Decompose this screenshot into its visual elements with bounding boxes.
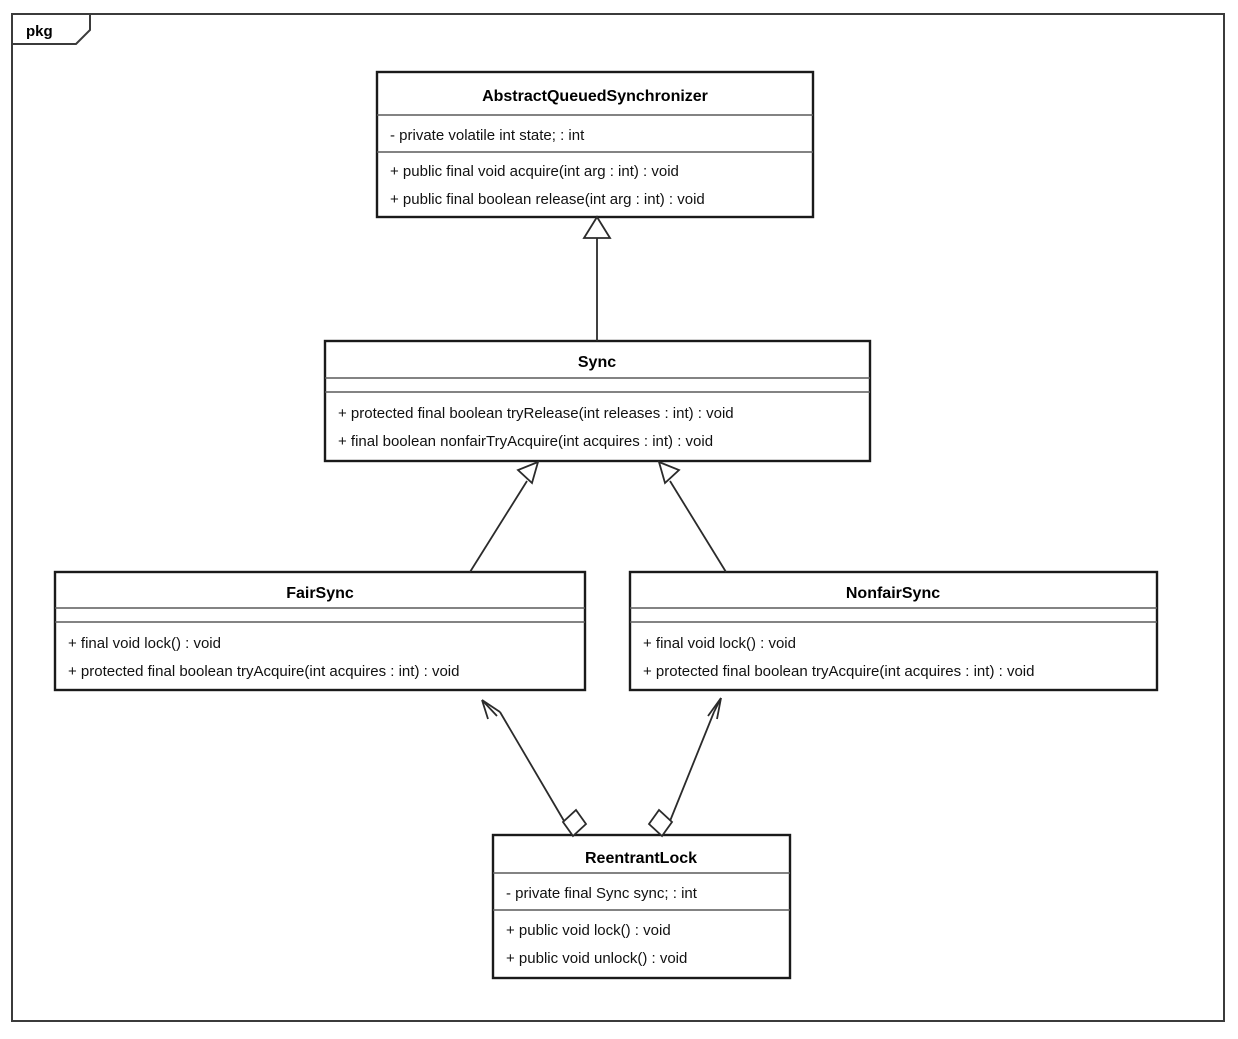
class-operation-sync-1: + final boolean nonfairTryAcquire(int ac…: [338, 433, 713, 450]
class-outline-nonfairsync: [628, 570, 1159, 692]
class-outline-fairsync: [53, 570, 587, 692]
package-tab-shape: [11, 13, 91, 45]
class-box-sync[interactable]: Sync + protected final boolean tryReleas…: [323, 339, 872, 463]
relationship-aggregation-reentrantlock-to-fairsync: [481, 699, 588, 838]
class-operation-aqs-1: + public final boolean release(int arg :…: [390, 191, 705, 208]
class-box-fairsync[interactable]: FairSync + final void lock() : void + pr…: [53, 570, 587, 692]
class-title-aqs: AbstractQueuedSynchronizer: [482, 88, 708, 105]
edge-line-reentrantlock-fairsync-tip: [481, 699, 501, 713]
class-title-sync: Sync: [578, 354, 616, 371]
relationship-generalization-nonfairsync-to-sync: [657, 460, 727, 573]
class-title-fairsync: FairSync: [286, 585, 354, 602]
class-title-nonfairsync: NonfairSync: [846, 585, 940, 602]
relationship-aggregation-reentrantlock-to-nonfairsync: [647, 697, 722, 838]
edge-line-reentrantlock-nonfairsync: [667, 711, 715, 827]
class-outline-aqs: [375, 70, 815, 219]
class-box-nonfairsync[interactable]: NonfairSync + final void lock() : void +…: [628, 570, 1159, 692]
aggregation-diamond-nonfairsync: [647, 808, 674, 838]
edge-line-reentrantlock-nonfairsync-tip: [713, 697, 722, 713]
class-operation-reentrantlock-0: + public void lock() : void: [506, 922, 671, 939]
class-operation-fairsync-1: + protected final boolean tryAcquire(int…: [68, 663, 459, 680]
package-frame-outline: [11, 13, 1225, 1022]
package-frame: pkg: [11, 13, 1225, 1022]
edge-line-reentrantlock-fairsync: [499, 711, 568, 827]
relationship-generalization-fairsync-to-sync: [469, 460, 540, 573]
class-operation-sync-0: + protected final boolean tryRelease(int…: [338, 405, 734, 422]
package-label: pkg: [26, 23, 53, 40]
class-operation-fairsync-0: + final void lock() : void: [68, 635, 221, 652]
edge-line-nonfairsync-sync: [669, 480, 727, 573]
class-box-abstractqueuedsynchronizer[interactable]: AbstractQueuedSynchronizer - private vol…: [375, 70, 815, 219]
class-outline-reentrantlock: [491, 833, 792, 980]
class-title-reentrantlock: ReentrantLock: [585, 850, 697, 867]
generalization-triangle-sync-left: [516, 460, 540, 485]
class-outline-sync: [323, 339, 872, 463]
edge-line-fairsync-sync: [469, 480, 528, 573]
generalization-triangle-sync-right: [657, 460, 681, 485]
relationship-generalization-sync-to-aqs: [582, 215, 612, 341]
class-attribute-aqs-0: - private volatile int state; : int: [390, 127, 585, 144]
class-operation-reentrantlock-1: + public void unlock() : void: [506, 950, 687, 967]
class-operation-aqs-0: + public final void acquire(int arg : in…: [390, 163, 679, 180]
aggregation-diamond-fairsync: [561, 808, 588, 838]
generalization-triangle-aqs: [582, 215, 612, 239]
class-attribute-reentrantlock-0: - private final Sync sync; : int: [506, 885, 698, 902]
class-operation-nonfairsync-1: + protected final boolean tryAcquire(int…: [643, 663, 1034, 680]
class-box-reentrantlock[interactable]: ReentrantLock - private final Sync sync;…: [491, 833, 792, 980]
class-operation-nonfairsync-0: + final void lock() : void: [643, 635, 796, 652]
